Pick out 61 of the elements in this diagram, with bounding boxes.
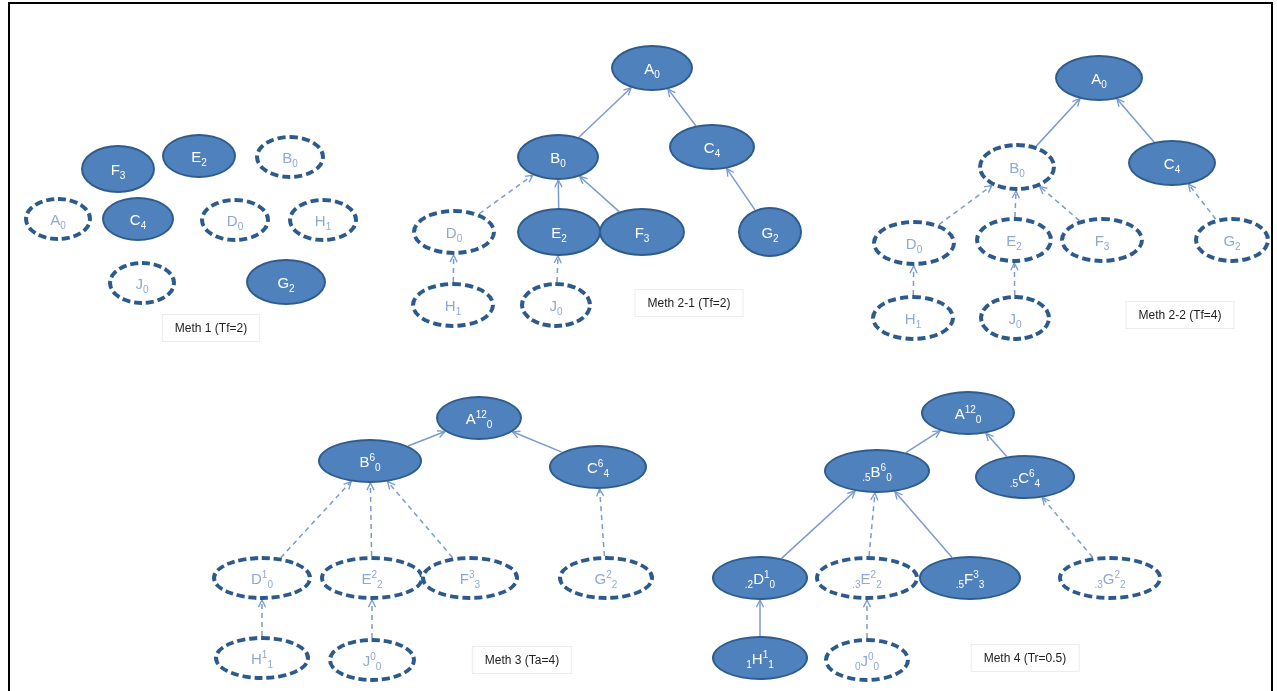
arrow <box>407 430 446 447</box>
node-label: E$_{2}$ <box>551 224 567 240</box>
node-label: B$_{0}$ <box>550 149 566 165</box>
arrow <box>367 599 377 639</box>
arrow <box>868 492 879 557</box>
ellipse-node <box>318 439 422 483</box>
arrow <box>280 480 352 559</box>
node-label: F$_{3}$ <box>110 161 126 177</box>
ellipse-node <box>517 208 601 256</box>
arrow <box>554 179 563 209</box>
arrow <box>755 599 765 637</box>
node-label: E$_{2}$ <box>1006 232 1022 248</box>
method-caption: Meth 2-2 (Tf=4) <box>1125 301 1235 329</box>
method-caption: Meth 4 (Tr=0.5) <box>970 644 1080 672</box>
arrow <box>985 432 1008 458</box>
node-label: A$_{0}$ <box>644 60 660 76</box>
arrow <box>386 480 454 559</box>
method-caption: Meth 1 (Tf=2) <box>161 314 261 342</box>
arrow <box>667 88 697 127</box>
arrow <box>257 599 267 637</box>
ellipse-node <box>599 208 685 256</box>
node-label: D$_{0}$ <box>445 224 463 240</box>
node-label: H$_{1}$ <box>314 212 332 228</box>
arrow <box>366 482 375 557</box>
ellipse-node <box>436 396 522 440</box>
method-caption: Meth 2-1 (Tf=2) <box>634 289 744 317</box>
node-label: H$_{1}$ <box>904 310 922 326</box>
node-label: G$_{2}$ <box>761 224 779 240</box>
arrow <box>449 254 458 283</box>
arrow <box>1010 262 1019 296</box>
ellipse-node <box>549 445 647 489</box>
node-label: B$_{0}$ <box>1009 159 1025 175</box>
node-label: J$_{0}$ <box>1008 310 1022 326</box>
arrow <box>862 599 872 639</box>
node-label: C$_{4}$ <box>1163 155 1181 171</box>
node-label: D$_{0}$ <box>226 212 244 228</box>
node-label: D$_{0}$ <box>905 235 923 251</box>
arrow <box>909 265 918 296</box>
arrow <box>1116 98 1155 143</box>
node-label: C$_{4}$ <box>703 139 721 155</box>
arrow <box>726 167 756 211</box>
method-caption: Meth 3 (Ta=4) <box>471 646 573 674</box>
node-label: A$_{0}$ <box>1091 70 1107 86</box>
node-label: F$_{3}$ <box>1094 232 1110 248</box>
arrow <box>595 488 606 557</box>
arrow <box>553 255 562 283</box>
node-label: C$_{4}$ <box>129 211 147 227</box>
arrow <box>1041 496 1094 558</box>
node-label: H$_{1}$ <box>444 297 462 313</box>
node-label: E$_{2}$ <box>191 148 207 164</box>
node-label: G$_{2}$ <box>1223 232 1241 248</box>
node-label: J$_{0}$ <box>549 297 563 313</box>
node-label: A$_{0}$ <box>50 211 66 227</box>
node-label: J$_{0}$ <box>135 275 149 291</box>
node-label: G$_{2}$ <box>277 274 295 290</box>
arrow <box>1187 183 1217 220</box>
node-label: B$_{0}$ <box>282 149 298 165</box>
node-label: F$_{3}$ <box>634 224 650 240</box>
arrow <box>511 430 563 453</box>
arrow <box>894 490 953 559</box>
arrow <box>1011 190 1020 218</box>
